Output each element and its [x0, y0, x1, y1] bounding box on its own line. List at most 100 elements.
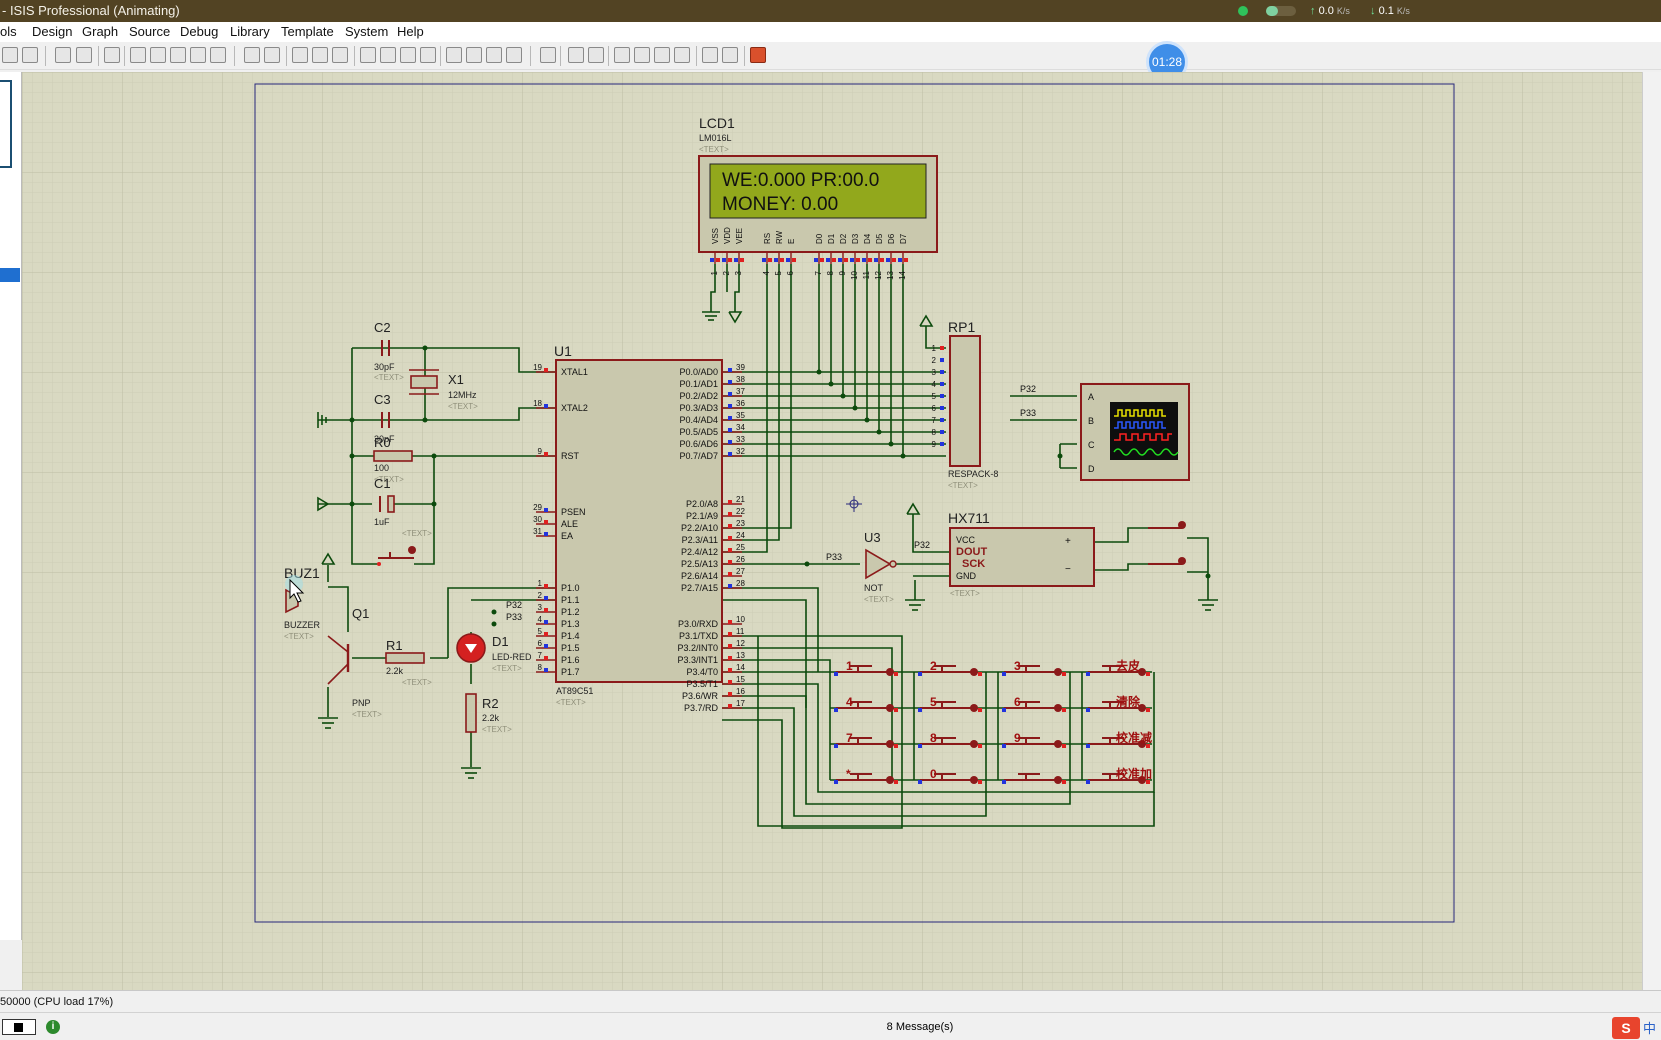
- electrical-check-icon[interactable]: [722, 47, 738, 63]
- crystal-x1[interactable]: X1 12MHz <TEXT>: [409, 369, 478, 411]
- zoom-area-icon[interactable]: [210, 47, 226, 63]
- cut-icon[interactable]: [292, 47, 308, 63]
- zoom-out-icon[interactable]: [170, 47, 186, 63]
- pin-state-marker: [898, 258, 902, 262]
- zoom-child-icon[interactable]: [674, 47, 690, 63]
- block-delete-icon[interactable]: [420, 47, 436, 63]
- oscilloscope[interactable]: A B C D: [1080, 383, 1190, 481]
- mcu-pin-number: 11: [736, 627, 745, 636]
- menu-graph[interactable]: Graph: [82, 24, 119, 39]
- keypad-key[interactable]: 8: [918, 731, 982, 748]
- menu-help[interactable]: Help: [397, 24, 424, 39]
- capacitor-c3[interactable]: C3 30pF: [374, 392, 395, 444]
- capacitor-c1[interactable]: C1 1uF <TEXT>: [374, 476, 432, 538]
- stop-button[interactable]: [2, 1019, 36, 1035]
- pin-state-marker: [728, 548, 732, 552]
- lcd-pin-number: 2: [722, 270, 731, 275]
- redo-icon[interactable]: [264, 47, 280, 63]
- keypad-key[interactable]: 校准减: [1086, 730, 1152, 748]
- mcu-pin-name: P3.6/WR: [682, 691, 719, 701]
- keypad-key[interactable]: [1002, 773, 1066, 784]
- lcd-module[interactable]: WE:0.000 PR:00.0 MONEY: 0.00 LCD1 LM016L…: [698, 115, 938, 280]
- menu-design[interactable]: Design: [32, 24, 73, 39]
- grid-icon[interactable]: [76, 47, 92, 63]
- keypad-key[interactable]: 0: [918, 767, 982, 784]
- resistor-r1[interactable]: R1 2.2k <TEXT>: [385, 638, 432, 687]
- ares-icon[interactable]: [750, 47, 766, 63]
- undo-icon[interactable]: [244, 47, 260, 63]
- keypad-key[interactable]: 9: [1002, 731, 1066, 748]
- mcu-pin-name: P1.6: [561, 655, 580, 665]
- new-sheet-icon[interactable]: [614, 47, 630, 63]
- exit-sheet-icon[interactable]: [654, 47, 670, 63]
- transistor-q1[interactable]: Q1 PNP <TEXT>: [327, 606, 382, 719]
- led-d1[interactable]: D1 LED-RED <TEXT>: [456, 633, 532, 673]
- menu-source[interactable]: Source: [129, 24, 171, 39]
- mcu-pin-name: P3.2/INT0: [677, 643, 718, 653]
- origin-icon[interactable]: [104, 47, 120, 63]
- search-icon[interactable]: [568, 47, 584, 63]
- pick-device-icon[interactable]: [446, 47, 462, 63]
- reset-button[interactable]: [377, 546, 416, 566]
- bill-of-materials-icon[interactable]: [702, 47, 718, 63]
- pan-icon[interactable]: [130, 47, 146, 63]
- refresh-icon[interactable]: [55, 47, 71, 63]
- resistor-r2[interactable]: R2 2.2k <TEXT>: [465, 693, 512, 734]
- keypad-key[interactable]: 3: [1002, 659, 1066, 676]
- wire-autoroute-icon[interactable]: [540, 47, 556, 63]
- block-rotate-icon[interactable]: [400, 47, 416, 63]
- vertical-scrollbar[interactable]: [1642, 72, 1661, 990]
- keypad-key[interactable]: 清除: [1086, 694, 1150, 712]
- keypad-key[interactable]: *: [834, 767, 898, 784]
- keypad-key[interactable]: 6: [1002, 695, 1066, 712]
- mcu-pin-number: 37: [736, 387, 745, 396]
- make-device-icon[interactable]: [466, 47, 482, 63]
- pin-state-marker: [886, 258, 890, 262]
- mcu-pin-name: P0.3/AD3: [679, 403, 718, 413]
- package-tool-icon[interactable]: [486, 47, 502, 63]
- load-cell-switch[interactable]: [1148, 521, 1186, 565]
- zoom-in-icon[interactable]: [150, 47, 166, 63]
- capacitor-c2[interactable]: C2 30pF <TEXT>: [374, 320, 404, 382]
- copy-icon[interactable]: [312, 47, 328, 63]
- paste-icon[interactable]: [332, 47, 348, 63]
- keypad-key[interactable]: 2: [918, 659, 982, 676]
- keypad-key[interactable]: 校准加: [1086, 766, 1152, 784]
- schematic-canvas[interactable]: WE:0.000 PR:00.0 MONEY: 0.00 LCD1 LM016L…: [22, 72, 1642, 990]
- overview-panel[interactable]: [0, 72, 22, 940]
- menu-debug[interactable]: Debug: [180, 24, 219, 39]
- zoom-all-icon[interactable]: [190, 47, 206, 63]
- block-copy-icon[interactable]: [360, 47, 376, 63]
- keypad-key[interactable]: 4: [834, 695, 898, 712]
- mcu-pin-name: P0.1/AD1: [679, 379, 718, 389]
- menu-system[interactable]: System: [345, 24, 389, 39]
- mcu-pin-number: 39: [736, 363, 745, 372]
- messages-count[interactable]: 8 Message(s): [886, 1021, 954, 1033]
- ime-mode[interactable]: 中: [1643, 1021, 1657, 1036]
- lcd-pin-label: D0: [815, 233, 824, 244]
- remove-sheet-icon[interactable]: [634, 47, 650, 63]
- hx711-module[interactable]: HX711 VCC DOUT SCK GND + − <TEXT>: [948, 510, 1095, 598]
- resistor-r0[interactable]: R0 100 <TEXT>: [373, 435, 413, 484]
- print-icon[interactable]: [2, 47, 18, 63]
- device-selector-highlight[interactable]: [0, 268, 20, 282]
- keypad-key[interactable]: 1: [834, 659, 898, 676]
- upload-speed: 0.0: [1318, 5, 1334, 17]
- pin-state-marker: [940, 418, 944, 422]
- menu-tools[interactable]: ols: [0, 24, 17, 39]
- decompose-icon[interactable]: [506, 47, 522, 63]
- print-area-icon[interactable]: [22, 47, 38, 63]
- not-gate-u3[interactable]: U3 NOT <TEXT>: [864, 530, 897, 604]
- info-icon[interactable]: i: [46, 1020, 60, 1034]
- property-tool-icon[interactable]: [588, 47, 604, 63]
- keypad-key[interactable]: 去皮: [1086, 658, 1150, 676]
- menu-library[interactable]: Library: [230, 24, 270, 39]
- block-move-icon[interactable]: [380, 47, 396, 63]
- mcu-pin-number: 29: [533, 503, 542, 512]
- menu-template[interactable]: Template: [281, 24, 334, 39]
- keypad-key[interactable]: 5: [918, 695, 982, 712]
- keypad-key-label: *: [846, 767, 851, 781]
- keypad-key[interactable]: 7: [834, 731, 898, 748]
